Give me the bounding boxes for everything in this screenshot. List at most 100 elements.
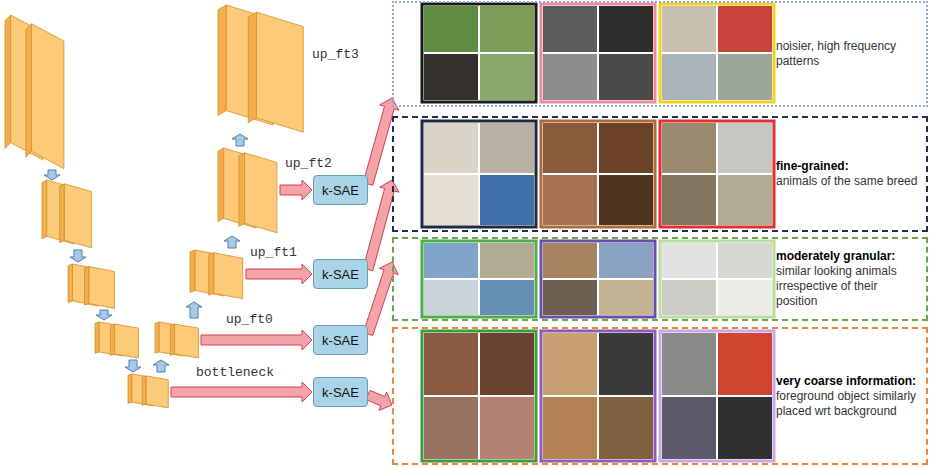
panel-heading: very coarse information: xyxy=(776,374,922,389)
photo-tile xyxy=(543,54,597,100)
unet-layer xyxy=(248,12,303,132)
photo-tile xyxy=(424,333,478,395)
photo-tile xyxy=(480,397,534,459)
photo-tile xyxy=(662,6,716,52)
sae-box: k-SAE xyxy=(313,377,368,407)
photo-tile xyxy=(480,175,534,225)
sae-label: k-SAE xyxy=(322,183,359,198)
feature-arrow xyxy=(171,382,312,402)
panel-description: animals of the same breed xyxy=(776,174,922,189)
photo-tile xyxy=(718,54,772,100)
panel-text-column: moderately granular:similar looking anim… xyxy=(776,249,922,309)
photo-tile xyxy=(662,243,716,278)
photo-tile xyxy=(424,280,478,315)
photo-tile xyxy=(599,243,653,278)
feature-arrow xyxy=(246,264,312,284)
flow-arrow xyxy=(44,170,60,180)
unet-layer xyxy=(60,184,92,248)
panel-description: similar looking animals irrespective of … xyxy=(776,264,922,309)
photo-tile xyxy=(718,397,772,459)
panel-text-column: noisier, high frequency patterns xyxy=(776,39,922,69)
photo-tile xyxy=(424,397,478,459)
result-panel: moderately granular:similar looking anim… xyxy=(392,237,928,321)
flow-arrow xyxy=(224,236,240,248)
photo-tile xyxy=(543,333,597,395)
photo-tile xyxy=(718,333,772,395)
layer-name: up_ft3 xyxy=(312,48,359,62)
photo-frame xyxy=(541,331,655,461)
panel-description: foreground object similarly placed wrt b… xyxy=(776,389,922,419)
photo-tile xyxy=(543,6,597,52)
photo-tile xyxy=(718,243,772,278)
sae-label: k-SAE xyxy=(322,333,359,348)
photo-frame xyxy=(422,121,536,227)
unet-layer xyxy=(26,24,64,169)
photo-tile xyxy=(424,123,478,173)
flow-arrow xyxy=(153,360,169,372)
photo-tile xyxy=(599,175,653,225)
photo-frame xyxy=(660,331,774,461)
photo-tile xyxy=(662,123,716,173)
photo-tile xyxy=(599,54,653,100)
sae-label: k-SAE xyxy=(322,385,359,400)
sae-box: k-SAE xyxy=(313,175,368,205)
unet-layer xyxy=(209,253,243,299)
panel-text-column: fine-grained:animals of the same breed xyxy=(776,159,922,189)
panel-heading: moderately granular: xyxy=(776,249,922,264)
photo-tile xyxy=(599,333,653,395)
unet-layer xyxy=(239,153,277,233)
photo-tile xyxy=(599,123,653,173)
panel-description: noisier, high frequency patterns xyxy=(776,39,922,69)
photo-frame xyxy=(541,241,655,317)
flow-arrow xyxy=(125,360,141,372)
photo-frame xyxy=(660,241,774,317)
unet-layer xyxy=(110,324,138,358)
layer-name: bottleneck xyxy=(196,366,274,380)
photo-frame xyxy=(422,4,536,102)
layer-name: up_ft1 xyxy=(250,246,297,260)
panel-text-column: very coarse information:foreground objec… xyxy=(776,374,922,419)
unet-layer xyxy=(85,267,115,309)
photo-tile xyxy=(480,54,534,100)
photo-tile xyxy=(480,333,534,395)
photo-tile xyxy=(662,280,716,315)
photo-frame xyxy=(422,331,536,461)
feature-arrow xyxy=(366,390,392,410)
flow-arrow xyxy=(232,134,248,146)
flow-arrow xyxy=(96,310,112,320)
result-panel: noisier, high frequency patterns xyxy=(392,1,928,107)
photo-tile xyxy=(599,280,653,315)
photo-tile xyxy=(599,397,653,459)
layer-name: up_ft2 xyxy=(285,157,332,171)
photo-tile xyxy=(718,175,772,225)
photo-tile xyxy=(424,54,478,100)
feature-arrow xyxy=(280,180,312,200)
photo-tile xyxy=(543,123,597,173)
photo-tile xyxy=(599,6,653,52)
photo-tile xyxy=(543,280,597,315)
photo-tile xyxy=(424,243,478,278)
result-panel: fine-grained:animals of the same breed xyxy=(392,116,928,232)
photo-tile xyxy=(543,243,597,278)
unet-layer xyxy=(142,376,168,408)
flow-arrow xyxy=(70,250,86,262)
photo-frame xyxy=(541,4,655,102)
photo-tile xyxy=(424,175,478,225)
result-panel: very coarse information:foreground objec… xyxy=(392,327,928,465)
panel-heading: fine-grained: xyxy=(776,159,922,174)
sae-label: k-SAE xyxy=(322,267,359,282)
photo-tile xyxy=(543,397,597,459)
feature-arrow xyxy=(201,330,312,350)
photo-frame xyxy=(660,121,774,227)
photo-tile xyxy=(480,243,534,278)
photo-tile xyxy=(718,6,772,52)
photo-tile xyxy=(543,175,597,225)
photo-tile xyxy=(662,175,716,225)
photo-tile xyxy=(424,6,478,52)
photo-frame xyxy=(660,4,774,102)
photo-tile xyxy=(662,333,716,395)
layer-name: up_ft0 xyxy=(226,313,273,327)
sae-box: k-SAE xyxy=(313,259,368,289)
photo-tile xyxy=(662,397,716,459)
photo-tile xyxy=(718,123,772,173)
